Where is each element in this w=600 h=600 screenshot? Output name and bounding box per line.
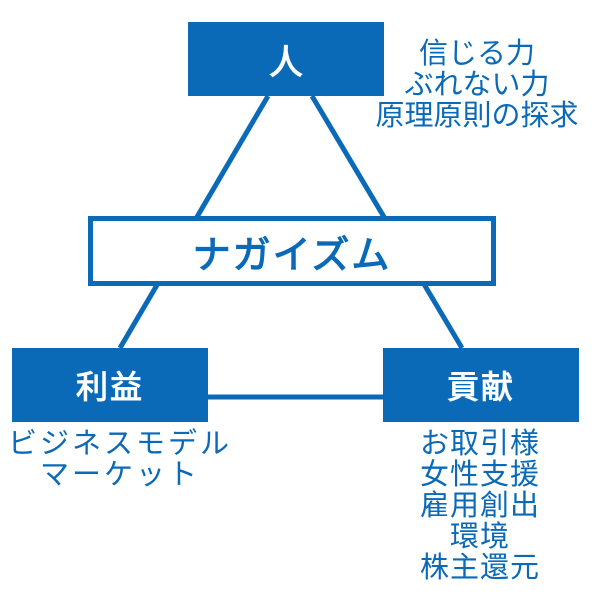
contribution-notes: お取引様 女性支援 雇用創出 環境 株主還元 [400, 428, 560, 583]
profit-node-label: 利益 [75, 368, 144, 406]
people-node: 人 [188, 22, 384, 96]
contribution-note-item: 雇用創出 [419, 488, 540, 522]
people-node-label: 人 [269, 42, 303, 83]
contribution-node-label: 貢献 [446, 368, 515, 406]
people-notes: 信じる力 ぶれない力 原理原則の探求 [362, 38, 592, 131]
contribution-note-item: 女性支援 [419, 457, 540, 491]
center-node: ナガイズム [88, 216, 496, 286]
center-node-label: ナガイズム [192, 232, 392, 277]
contribution-node: 貢献 [383, 348, 579, 422]
people-note-item: ぶれない力 [404, 67, 550, 101]
contribution-note-item: お取引様 [419, 426, 540, 460]
contribution-note-item: 環境 [449, 519, 510, 553]
profit-note-item: ビジネスモデル [7, 426, 232, 460]
profit-notes: ビジネスモデル マーケット [0, 428, 240, 490]
contribution-note-item: 株主還元 [419, 550, 540, 584]
profit-note-item: マーケット [39, 457, 200, 491]
people-note-item: 信じる力 [418, 36, 535, 70]
people-note-item: 原理原則の探求 [375, 98, 579, 132]
profit-node: 利益 [12, 348, 208, 422]
